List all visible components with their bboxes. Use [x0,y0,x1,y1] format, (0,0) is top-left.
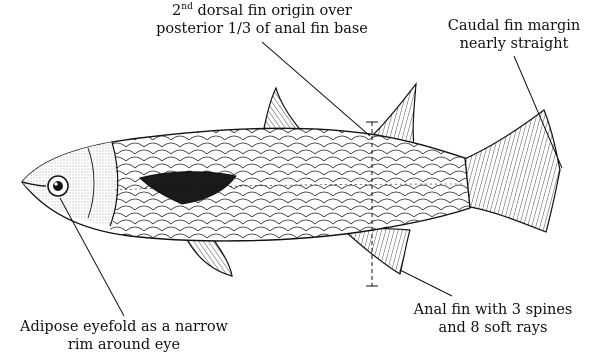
dorsal-fin-label-line2: posterior 1/3 of anal fin base [112,20,412,38]
eyefold-label-line2: rim around eye [0,336,254,354]
anal-fin-label: Anal fin with 3 spines and 8 soft rays [393,301,593,337]
caudal-fin-label-line2: nearly straight [419,35,609,53]
anal-fin-label-line1: Anal fin with 3 spines [393,301,593,319]
eyefold-label: Adipose eyefold as a narrow rim around e… [0,318,254,354]
pelvic-fin [186,238,232,276]
anal-fin [346,229,410,274]
dorsal-fin-label: 2nd dorsal fin origin over posterior 1/3… [112,2,412,38]
caudal-fin-label-line1: Caudal fin margin [419,17,609,35]
anal-leader-line [400,270,452,296]
anal-fin-label-line2: and 8 soft rays [393,319,593,337]
eyefold-label-line1: Adipose eyefold as a narrow [0,318,254,336]
caudal-fin-label: Caudal fin margin nearly straight [419,17,609,53]
dorsal-fin-label-line1: 2nd dorsal fin origin over [112,2,412,20]
